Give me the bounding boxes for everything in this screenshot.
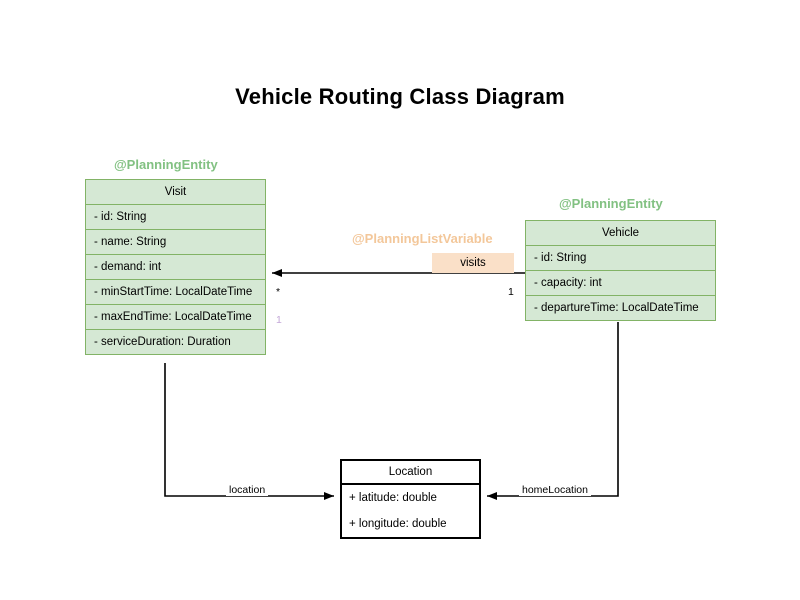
multiplicity-visit-one: 1 [276,314,282,326]
class-attribute: - minStartTime: LocalDateTime [86,280,265,305]
class-attribute: - id: String [526,246,715,271]
class-attribute: - capacity: int [526,271,715,296]
class-attribute: - name: String [86,230,265,255]
class-attribute: - id: String [86,205,265,230]
stereotype-vehicle: @PlanningEntity [559,196,663,211]
class-box-visit[interactable]: Visit - id: String - name: String - dema… [85,179,266,355]
class-attribute: - serviceDuration: Duration [94,336,231,348]
association-label-home-location: homeLocation [519,484,591,496]
association-home-location-line [487,322,619,500]
class-name-visit: Visit [86,180,265,205]
class-attribute: - maxEndTime: LocalDateTime [86,305,265,330]
multiplicity-vehicle-one: 1 [508,286,514,298]
class-attribute: + latitude: double [349,492,437,504]
class-name-vehicle: Vehicle [526,221,715,246]
association-location-line [164,363,334,500]
class-attribute: - departureTime: LocalDateTime [534,302,699,314]
class-box-location[interactable]: Location + latitude: double + longitude:… [340,459,481,539]
stereotype-visit: @PlanningEntity [114,157,218,172]
class-name-location: Location [342,461,479,485]
class-attribute: - demand: int [86,255,265,280]
association-label-location: location [226,484,269,496]
page-title: Vehicle Routing Class Diagram [235,84,565,109]
class-attribute: + longitude: double [349,518,447,530]
class-box-vehicle[interactable]: Vehicle - id: String - capacity: int - d… [525,220,716,321]
association-label-visits[interactable]: visits [432,253,514,273]
multiplicity-visit-star: * [276,286,281,298]
stereotype-visits-association: @PlanningListVariable [352,231,493,246]
